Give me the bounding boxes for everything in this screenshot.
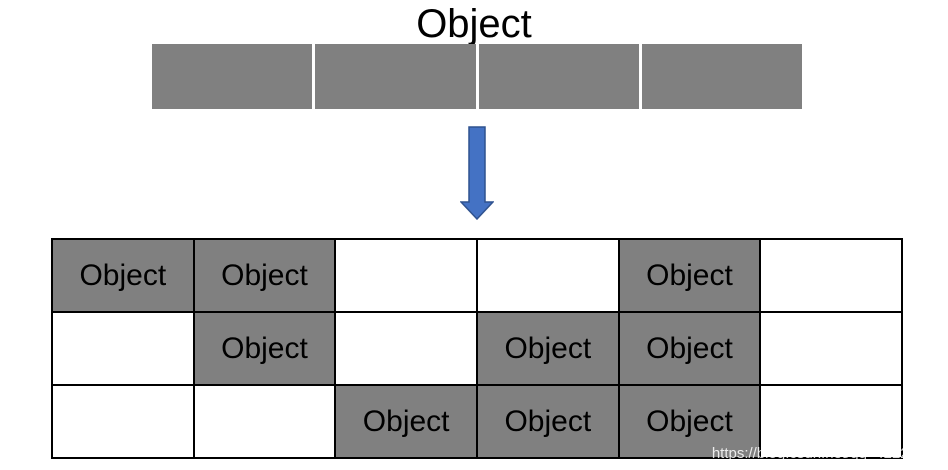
object-cell: Object bbox=[619, 240, 762, 313]
empty-cell bbox=[53, 313, 195, 386]
empty-cell bbox=[53, 386, 195, 459]
object-cell: Object bbox=[478, 386, 620, 459]
memory-block-cell bbox=[152, 44, 316, 109]
memory-block-cell bbox=[315, 44, 479, 109]
memory-block-cell bbox=[478, 44, 642, 109]
object-title: Object bbox=[416, 2, 532, 46]
empty-cell bbox=[761, 386, 903, 459]
watermark-url: https://blog.csdn.net/qq_42220561 bbox=[711, 445, 942, 462]
object-cell: Object bbox=[194, 313, 337, 386]
empty-cell bbox=[336, 240, 478, 313]
object-cell: Object bbox=[53, 240, 195, 313]
object-cell: Object bbox=[619, 313, 762, 386]
memory-block-cell bbox=[641, 44, 802, 109]
object-cell: Object bbox=[336, 386, 478, 459]
empty-cell bbox=[761, 313, 903, 386]
object-cell: Object bbox=[194, 240, 337, 313]
down-arrow-icon bbox=[460, 126, 494, 220]
empty-cell bbox=[336, 313, 478, 386]
contiguous-memory-bar bbox=[152, 44, 802, 109]
object-cell: Object bbox=[619, 386, 762, 459]
object-cell: Object bbox=[478, 313, 620, 386]
empty-cell bbox=[194, 386, 337, 459]
empty-cell bbox=[761, 240, 903, 313]
empty-cell bbox=[478, 240, 620, 313]
